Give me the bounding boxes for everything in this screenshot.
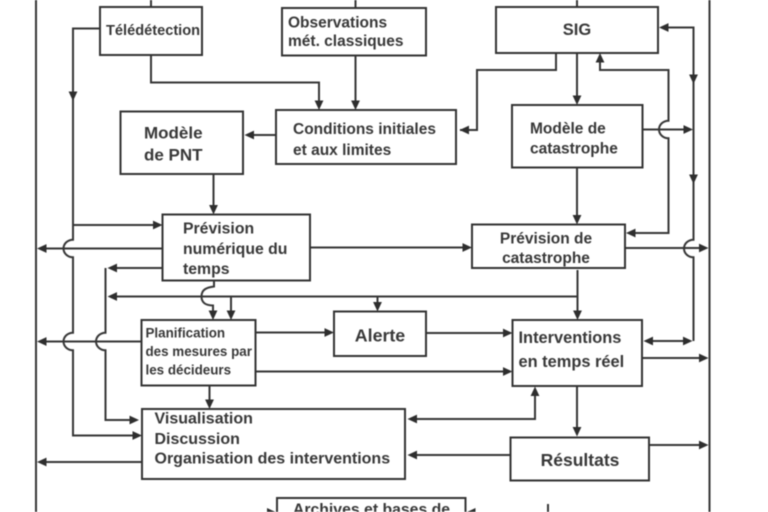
svg-text:les décideurs: les décideurs: [146, 363, 232, 378]
svg-text:mét. classiques: mét. classiques: [288, 33, 403, 50]
svg-text:Planification: Planification: [146, 326, 226, 341]
svg-text:catastrophe: catastrophe: [502, 250, 590, 267]
svg-text:Archives et bases de: Archives et bases de: [293, 502, 450, 512]
svg-text:SIG: SIG: [563, 21, 591, 39]
svg-text:Prévision: Prévision: [183, 221, 254, 238]
svg-text:Interventions: Interventions: [519, 329, 622, 347]
svg-text:catastrophe: catastrophe: [530, 141, 618, 158]
svg-text:Discussion: Discussion: [155, 431, 240, 448]
svg-text:en temps réel: en temps réel: [519, 353, 625, 371]
svg-text:Modèle de: Modèle de: [530, 121, 606, 138]
svg-text:et aux limites: et aux limites: [293, 142, 391, 159]
svg-text:Organisation des interventions: Organisation des interventions: [155, 451, 391, 468]
svg-text:Visualisation: Visualisation: [155, 411, 253, 428]
svg-text:Alerte: Alerte: [355, 326, 406, 346]
svg-text:de PNT: de PNT: [144, 146, 203, 165]
svg-text:Conditions initiales: Conditions initiales: [293, 121, 436, 138]
svg-text:Observations: Observations: [288, 15, 387, 32]
svg-text:Résultats: Résultats: [541, 450, 620, 470]
svg-text:numérique du: numérique du: [183, 241, 287, 258]
svg-text:Télédétection: Télédétection: [106, 23, 200, 39]
svg-text:Prévision de: Prévision de: [500, 231, 593, 248]
svg-text:des mesures par: des mesures par: [146, 344, 253, 359]
svg-text:Modèle: Modèle: [144, 124, 203, 143]
svg-text:temps: temps: [183, 261, 230, 278]
